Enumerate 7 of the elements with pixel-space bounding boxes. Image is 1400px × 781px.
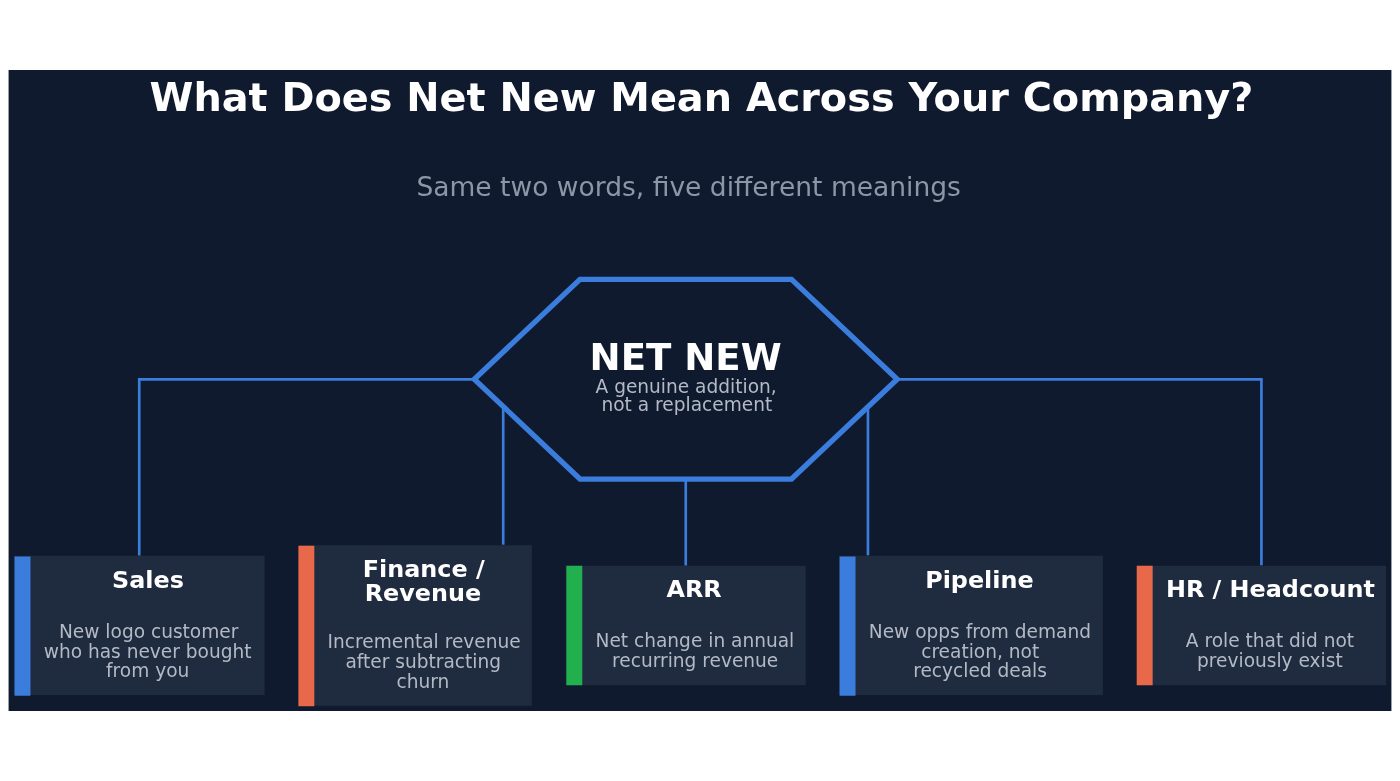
connector <box>897 378 1263 566</box>
connector <box>137 378 475 556</box>
connector <box>501 407 505 545</box>
label: Same two words, five different meanings <box>416 171 961 203</box>
connector <box>866 407 870 556</box>
connector <box>684 479 688 566</box>
diagram-title: What Does Net New Mean Across Your Company? <box>149 74 1254 121</box>
